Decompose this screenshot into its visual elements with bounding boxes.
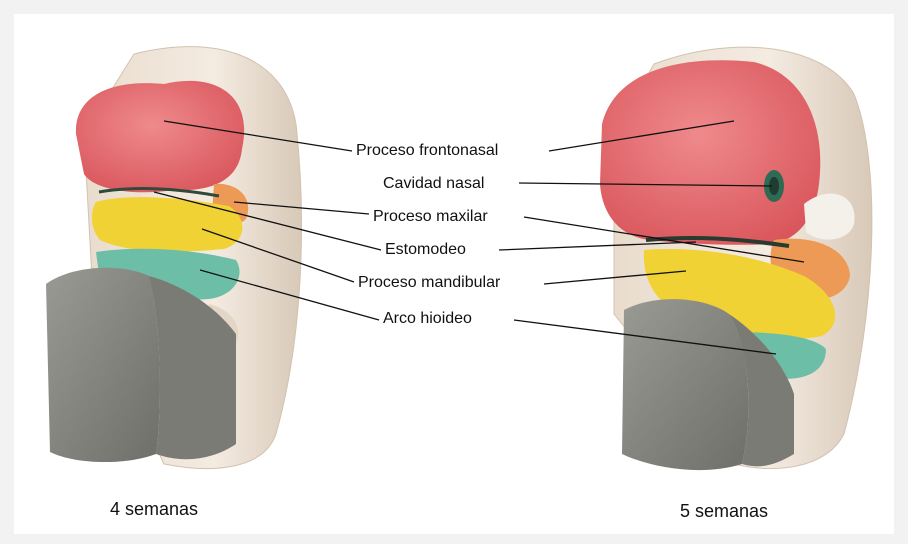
frontonasal-process-left	[76, 81, 244, 192]
label-cavidad-nasal: Cavidad nasal	[381, 174, 486, 194]
model-4-weeks	[46, 47, 301, 469]
mandibular-process-left	[92, 197, 242, 251]
label-proceso-frontonasal: Proceso frontonasal	[354, 141, 500, 161]
label-arco-hioideo: Arco hioideo	[381, 309, 474, 329]
caption-5-semanas: 5 semanas	[680, 501, 768, 522]
frontonasal-process-right	[600, 60, 820, 244]
model-base-right	[622, 299, 748, 470]
model-base-left	[46, 268, 160, 462]
label-proceso-maxilar: Proceso maxilar	[371, 207, 490, 227]
model-5-weeks	[600, 47, 872, 470]
embryo-face-diagram: Proceso frontonasal Cavidad nasal Proces…	[14, 14, 894, 534]
caption-4-semanas: 4 semanas	[110, 499, 198, 520]
label-estomodeo: Estomodeo	[383, 240, 468, 260]
label-proceso-mandibular: Proceso mandibular	[356, 273, 502, 293]
